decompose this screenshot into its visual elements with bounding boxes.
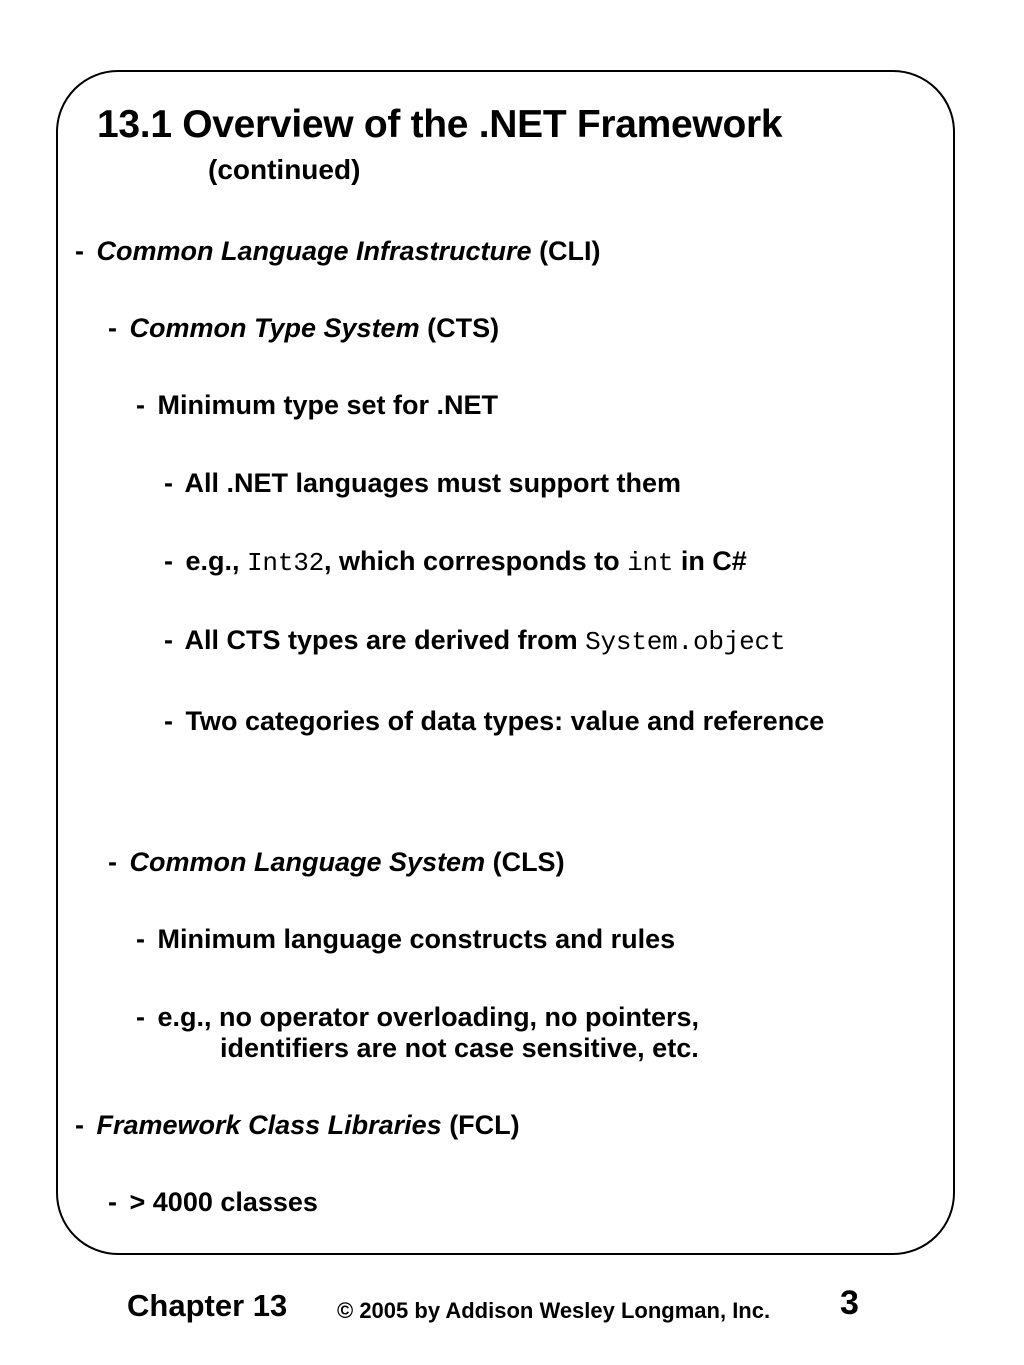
footer-page-number: 3: [840, 1284, 859, 1322]
bullet-acronym: (CLI): [531, 236, 601, 266]
bullet-term: Framework Class Libraries: [96, 1110, 442, 1141]
slide-footer: Chapter 13 © 2005 by Addison Wesley Long…: [0, 1284, 1024, 1348]
bullet-4000-classes: - > 4000 classes: [108, 1187, 318, 1218]
bullet-example-int32: - e.g., Int32, which corresponds to int …: [164, 546, 747, 579]
bullet-acronym: (FCL): [441, 1110, 520, 1141]
title-block: 13.1 Overview of the .NET Framework (con…: [97, 104, 957, 185]
bullet-text-part1: e.g.,: [185, 546, 248, 577]
bullet-text: Minimum language constructs and rules: [157, 924, 676, 955]
page-subtitle: (continued): [208, 154, 361, 186]
bullet-common-language-infrastructure: - Common Language Infrastructure (CLI): [75, 236, 601, 266]
bullet-text-part3: in C#: [673, 546, 747, 577]
code-system-object: System.object: [585, 627, 786, 658]
bullet-acronym: (CTS): [419, 313, 500, 344]
bullet-framework-class-libraries: - Framework Class Libraries (FCL): [75, 1110, 520, 1141]
slide-frame: [56, 70, 955, 1255]
bullet-common-type-system: - Common Type System (CTS): [108, 313, 500, 344]
bullet-text-part2: , which corresponds to: [324, 546, 628, 577]
bullet-term: Common Type System: [129, 313, 420, 344]
bullet-all-cts-types-derived: - All CTS types are derived from System.…: [164, 625, 786, 658]
bullet-list: - Common Language Infrastructure (CLI) -…: [0, 236, 1024, 1219]
footer-chapter-label: Chapter 13: [127, 1288, 288, 1323]
bullet-minimum-type-set: - Minimum type set for .NET: [136, 389, 499, 420]
bullet-text-line2: identifiers are not case sensitive, etc.: [220, 1032, 699, 1063]
bullet-minimum-language-constructs: - Minimum language constructs and rules: [136, 924, 676, 955]
bullet-text: All .NET languages must support them: [184, 467, 682, 498]
bullet-term: Common Language System: [129, 846, 486, 877]
bullet-common-language-system: - Common Language System (CLS): [108, 846, 565, 877]
code-int: int: [627, 548, 674, 579]
bullet-all-languages-support: - All .NET languages must support them: [164, 467, 682, 498]
bullet-text: Two categories of data types: value and …: [185, 705, 825, 736]
bullet-text-part1: All CTS types are derived from: [184, 625, 586, 656]
bullet-example-no-operator-overloading: - e.g., no operator overloading, no poin…: [0, 1002, 1024, 1065]
code-int32: Int32: [247, 548, 325, 579]
footer-copyright-label: © 2005 by Addison Wesley Longman, Inc.: [337, 1298, 771, 1323]
page-title: 13.1 Overview of the .NET Framework: [97, 103, 783, 146]
bullet-two-categories: - Two categories of data types: value an…: [164, 705, 825, 736]
bullet-text-line1: e.g., no operator overloading, no pointe…: [157, 1001, 700, 1032]
bullet-text: Minimum type set for .NET: [157, 389, 499, 420]
bullet-text: > 4000 classes: [129, 1187, 318, 1218]
bullet-acronym: (CLS): [485, 846, 565, 877]
bullet-term: Common Language Infrastructure: [96, 236, 532, 266]
